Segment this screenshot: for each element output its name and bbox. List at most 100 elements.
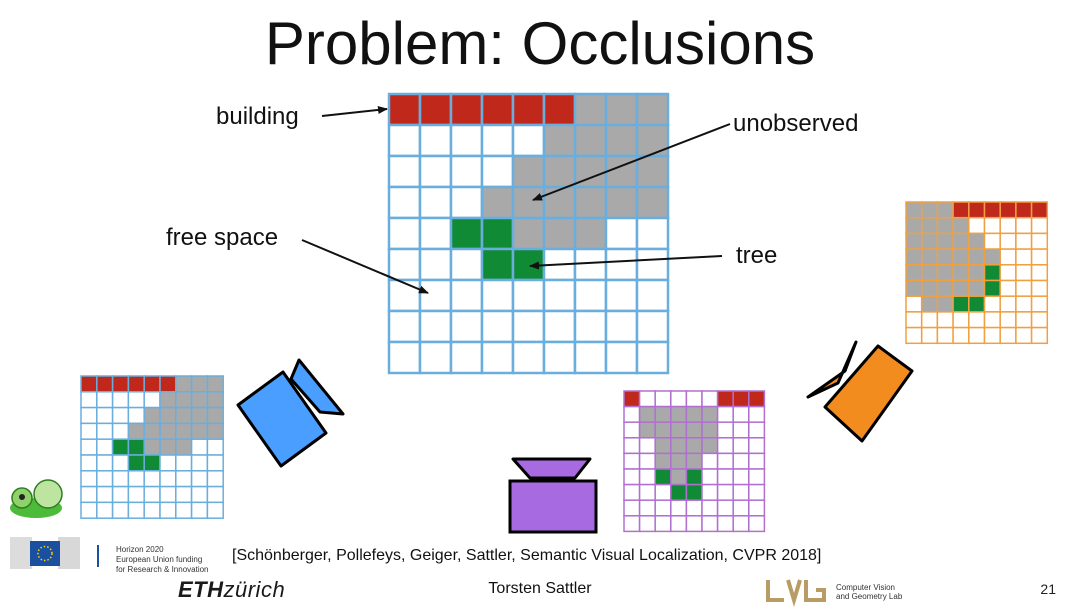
blue-camera-icon <box>236 358 345 468</box>
grid-cell-unobserved <box>952 279 970 297</box>
grid-cell-free <box>96 485 114 504</box>
grid-cell-free <box>418 278 453 313</box>
grid-cell-free <box>387 340 422 375</box>
grid-cell-free <box>542 278 577 313</box>
grid-cell-free <box>635 340 670 375</box>
grid-cell-free <box>542 309 577 344</box>
grid-cell-free <box>623 515 641 533</box>
grid-cell-free <box>670 499 688 517</box>
grid-cell-free <box>999 326 1017 345</box>
main-grid <box>387 92 670 375</box>
grid-cell-tree <box>143 454 161 472</box>
grid-cell-free <box>111 454 130 472</box>
grid-cell-free <box>983 216 1001 235</box>
grid-cell-unobserved <box>968 279 986 297</box>
grid-cell-free <box>175 470 193 488</box>
grid-cell-unobserved <box>701 405 719 423</box>
grid-cell-free <box>701 452 719 470</box>
grid-cell-unobserved <box>190 422 209 440</box>
grid-cell-free <box>936 326 954 345</box>
grid-cell-unobserved <box>635 123 670 158</box>
grid-cell-building <box>418 92 453 127</box>
grid-cell-free <box>80 485 98 504</box>
grid-cell-free <box>638 499 656 517</box>
grid-cell-free <box>175 454 193 472</box>
grid-cell-free <box>748 468 766 486</box>
grid-cell-unobserved <box>920 248 939 266</box>
grid-cell-tree <box>127 454 145 472</box>
grid-cell-unobserved <box>159 391 177 409</box>
label-building: building <box>216 103 299 130</box>
grid-cell-unobserved <box>604 92 639 127</box>
grid-cell-free <box>1030 264 1049 282</box>
grid-cell-free <box>190 485 209 504</box>
grid-cell-unobserved <box>206 391 224 409</box>
grid-cell-free <box>542 340 577 375</box>
grid-cell-free <box>748 452 766 470</box>
grid-cell-unobserved <box>968 264 986 282</box>
grid-cell-building <box>80 375 98 393</box>
grid-cell-unobserved <box>635 185 670 220</box>
grid-cell-unobserved <box>175 406 193 425</box>
orange-camera-icon <box>806 340 914 443</box>
grid-cell-free <box>206 470 224 488</box>
grid-cell-free <box>80 454 98 472</box>
grid-cell-unobserved <box>905 248 923 266</box>
grid-cell-building <box>748 390 766 408</box>
grid-cell-unobserved <box>936 248 954 266</box>
grid-cell-free <box>96 422 114 440</box>
grid-cell-unobserved <box>143 438 161 456</box>
grid-cell-free <box>190 470 209 488</box>
grid-cell-unobserved <box>952 216 970 235</box>
grid-cell-building <box>480 92 515 127</box>
grid-cell-free <box>999 279 1017 297</box>
grid-cell-free <box>387 216 422 251</box>
grid-cell-free <box>654 515 672 533</box>
citation: [Schönberger, Pollefeys, Geiger, Sattler… <box>232 547 822 564</box>
grid-cell-free <box>983 326 1001 345</box>
grid-cell-building <box>143 375 161 393</box>
grid-cell-tree <box>127 438 145 456</box>
grid-cell-free <box>96 501 114 519</box>
grid-cell-building <box>732 390 750 408</box>
grid-cell-free <box>716 499 734 517</box>
grid-cell-unobserved <box>143 422 161 440</box>
grid-cell-free <box>968 311 986 329</box>
grid-cell-free <box>968 326 986 345</box>
grid-cell-free <box>936 311 954 329</box>
grid-cell-tree <box>952 295 970 313</box>
grid-cell-free <box>480 278 515 313</box>
building-arrow <box>321 105 388 117</box>
grid-cell-free <box>573 247 608 282</box>
grid-cell-unobserved <box>936 279 954 297</box>
eu-flag-logo <box>10 537 99 569</box>
grid-cell-unobserved <box>206 406 224 425</box>
grid-cell-free <box>748 499 766 517</box>
grid-cell-free <box>1015 264 1033 282</box>
slide-title: Problem: Occlusions <box>264 10 816 77</box>
grid-cell-free <box>573 340 608 375</box>
grid-cell-free <box>96 470 114 488</box>
grid-cell-unobserved <box>573 123 608 158</box>
grid-cell-free <box>206 438 224 456</box>
grid-cell-unobserved <box>542 123 577 158</box>
grid-cell-unobserved <box>573 185 608 220</box>
horizon-2020-text: Horizon 2020 European Union funding for … <box>116 545 209 574</box>
grid-cell-building <box>387 92 422 127</box>
grid-cell-free <box>732 515 750 533</box>
grid-cell-unobserved <box>905 232 923 250</box>
grid-cell-free <box>716 515 734 533</box>
grid-cell-free <box>573 309 608 344</box>
grid-cell-unobserved <box>905 216 923 235</box>
grid-cell-unobserved <box>654 437 672 455</box>
grid-cell-free <box>511 340 546 375</box>
grid-cell-free <box>670 390 688 408</box>
grid-cell-free <box>418 154 453 189</box>
page-number: 21 <box>1040 581 1056 597</box>
grid-cell-free <box>1015 295 1033 313</box>
grid-cell-unobserved <box>175 438 193 456</box>
grid-cell-building <box>983 201 1001 219</box>
grid-cell-unobserved <box>654 421 672 439</box>
grid-cell-free <box>716 421 734 439</box>
